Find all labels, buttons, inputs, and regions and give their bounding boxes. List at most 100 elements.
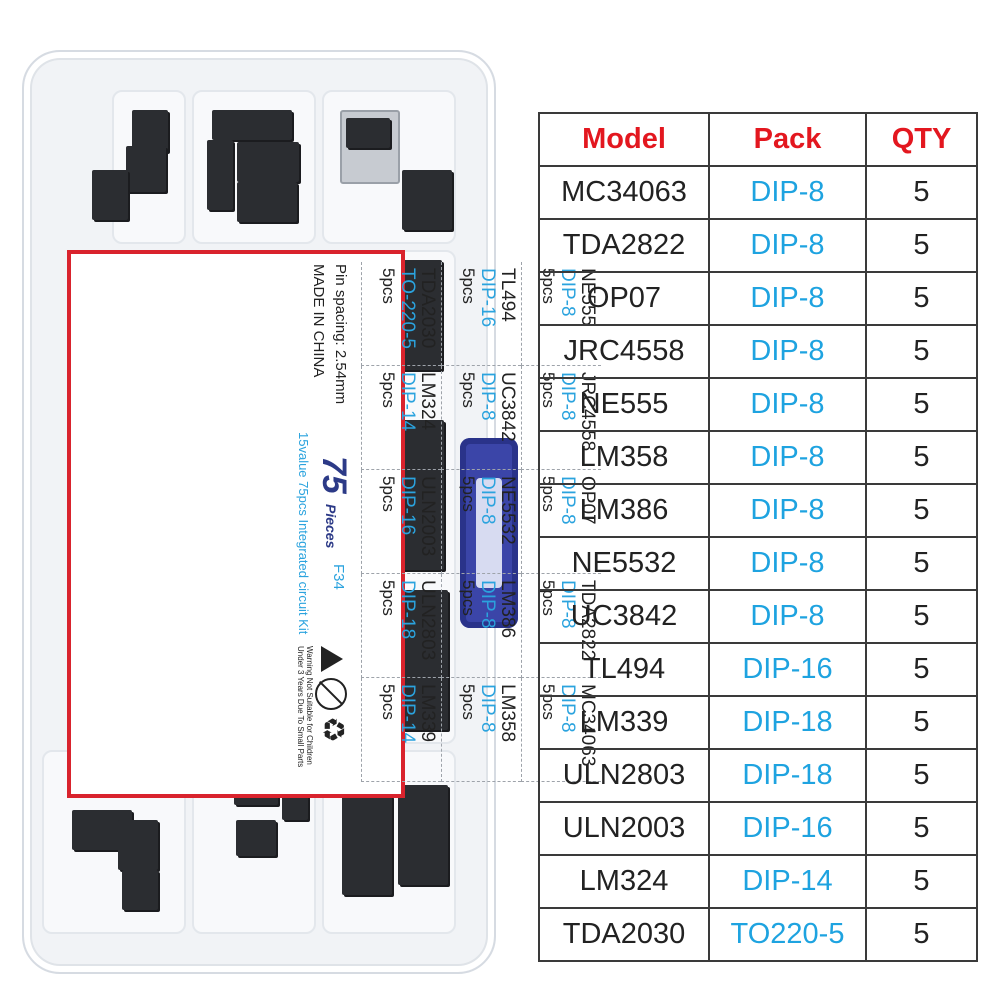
cell-qty: 5 [865,271,978,326]
cell-pack: DIP-16 [708,642,867,697]
cell-pack: DIP-8 [708,536,867,591]
cell-pack: DIP-16 [708,801,867,856]
label-pack: DIP-8 [477,684,499,733]
piece-count-unit: Pieces [323,504,339,549]
cell-qty: 5 [865,748,978,803]
label-model: LM339 [417,684,438,743]
cell-qty: 5 [865,218,978,273]
table-header-row: Model Pack QTY [538,112,978,167]
header-model: Model [538,112,710,167]
label-model: LM324 [417,372,438,431]
ic-chip [126,146,166,192]
cell-pack: DIP-8 [708,271,867,326]
cell-model: NE5532 [538,536,710,591]
cell-pack: DIP-8 [708,324,867,379]
cell-qty: 5 [865,642,978,697]
ic-chip [237,182,297,222]
ic-chip [342,795,392,895]
label-qty: 5pcs [379,684,399,720]
cell-model: OP07 [538,271,710,326]
cell-qty: 5 [865,695,978,750]
label-qty: 5pcs [459,580,479,616]
cell-qty: 5 [865,907,978,962]
cell-model: TDA2030 [538,907,710,962]
cell-model: TL494 [538,642,710,697]
cell-qty: 5 [865,589,978,644]
label-pack: DIP-18 [397,580,419,640]
label-model: LM358 [497,684,518,743]
box-latch [460,438,518,628]
warning-block: ♻ Warning Not Suitable for Children Unde… [283,646,349,786]
made-in-text: MADE IN CHINA [310,264,327,378]
warning-icon [321,646,343,672]
cell-qty: 5 [865,430,978,485]
label-qty: 5pcs [379,268,399,304]
label-pack: TO-220-5 [397,268,419,349]
cell-model: TDA2822 [538,218,710,273]
cell-model: MC34063 [538,165,710,220]
ic-chip [92,170,128,220]
cell-qty: 5 [865,165,978,220]
cell-qty: 5 [865,483,978,538]
label-qty: 5pcs [379,372,399,408]
cell-pack: DIP-18 [708,695,867,750]
header-pack: Pack [708,112,867,167]
label-pack: DIP-8 [477,372,499,421]
cell-qty: 5 [865,377,978,432]
ic-chip [402,170,452,230]
cell-model: LM339 [538,695,710,750]
cell-pack: TO220-5 [708,907,867,962]
cell-pack: DIP-8 [708,165,867,220]
cell-pack: DIP-8 [708,218,867,273]
ic-chip [122,870,158,910]
ic-chip [118,820,158,870]
piece-count: 75 [315,456,353,494]
small-parts-icon [315,678,347,710]
label-qty: 5pcs [459,372,479,408]
label-qty: 5pcs [379,476,399,512]
kit-tagline: 15value 75pcs Integrated circuit Kit [296,432,311,635]
cell-model: ULN2003 [538,801,710,856]
ic-chip [398,420,444,570]
label-pack: DIP-14 [397,684,419,744]
cell-qty: 5 [865,801,978,856]
warning-text: Warning Not Suitable for Children Under … [296,646,314,768]
label-qty: 5pcs [459,268,479,304]
cell-qty: 5 [865,854,978,909]
label-model: LM386 [497,580,518,639]
ic-chip [237,142,299,182]
ic-chip [398,785,448,885]
cell-model: UC3842 [538,589,710,644]
header-qty: QTY [865,112,978,167]
ic-chip [236,820,276,856]
label-model: TL494 [497,268,518,322]
label-pack: DIP-16 [477,268,499,328]
ic-chip [132,110,168,152]
ic-chip [402,590,448,730]
label-pack: DIP-8 [477,476,499,525]
cell-model: NE555 [538,377,710,432]
label-qty: 5pcs [379,580,399,616]
cell-pack: DIP-14 [708,854,867,909]
